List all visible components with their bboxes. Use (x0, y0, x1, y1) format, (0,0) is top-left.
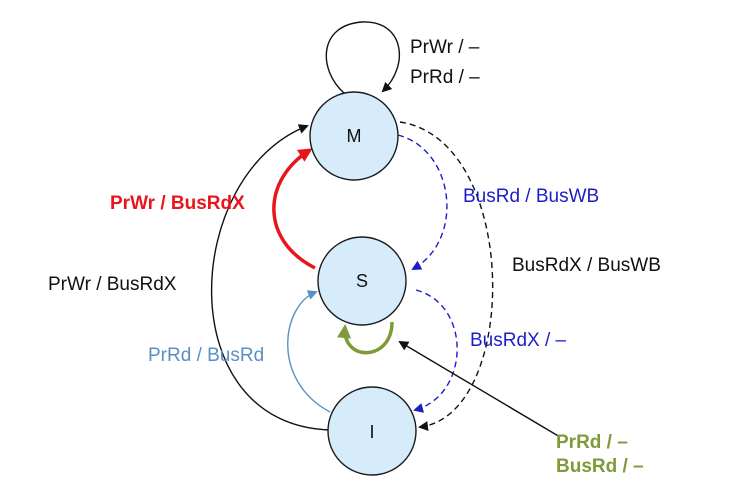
m-self-loop-label-2: PrRd / – (410, 67, 480, 88)
s-to-i-label: BusRdX / – (470, 330, 567, 351)
state-i-circle (327, 386, 417, 476)
edge-m-to-i (399, 121, 494, 431)
m-to-s-label: BusRd / BusWB (463, 186, 599, 207)
state-m[interactable]: M (309, 91, 399, 181)
s-to-m-label: PrWr / BusRdX (110, 193, 245, 214)
state-s[interactable]: S (317, 236, 407, 326)
state-s-label: S (356, 271, 368, 291)
edge-s-to-i (413, 289, 458, 413)
edge-s-self-loop (337, 321, 394, 355)
state-s-circle (317, 236, 407, 326)
m-self-loop-label-1: PrWr / – (410, 37, 480, 58)
state-i-label: I (369, 422, 374, 442)
i-to-s-label: PrRd / BusRd (148, 345, 264, 366)
edge-s-to-m (272, 148, 316, 270)
state-i[interactable]: I (327, 386, 417, 476)
i-to-m-label: PrWr / BusRdX (48, 274, 177, 295)
state-m-circle (309, 91, 399, 181)
edge-m-to-s (397, 134, 448, 270)
s-self-loop-label-1: PrRd / – (556, 432, 628, 453)
state-m-label: M (347, 126, 362, 146)
s-self-loop-label-2: BusRd / – (556, 456, 644, 477)
m-to-i-label: BusRdX / BusWB (512, 255, 661, 276)
edge-i-to-m (210, 124, 331, 431)
s-self-loop-pointer (398, 340, 561, 438)
edge-i-to-s (287, 290, 331, 413)
edge-m-self-loop (325, 21, 401, 94)
